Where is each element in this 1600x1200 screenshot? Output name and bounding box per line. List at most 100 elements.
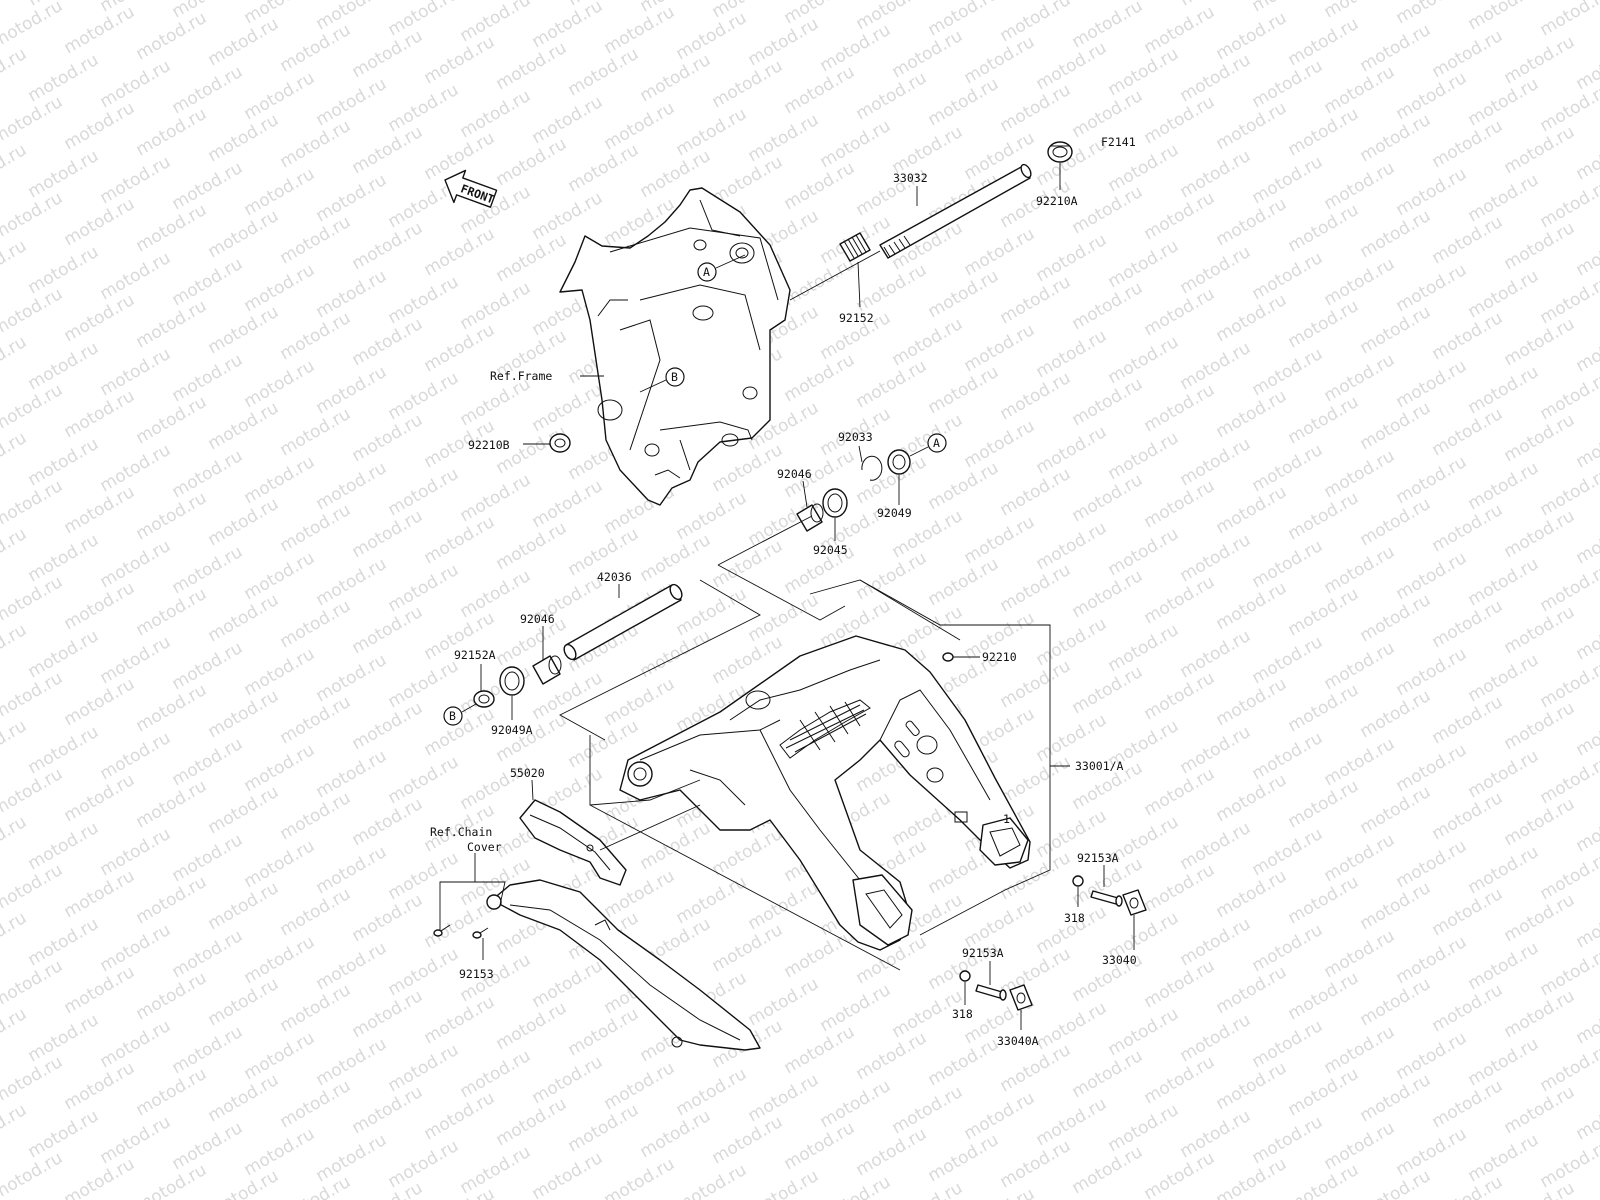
nut-318-a bbox=[1072, 875, 1084, 887]
adjuster-33040A bbox=[1009, 984, 1033, 1011]
watermark-text: motod.ru bbox=[25, 914, 103, 970]
watermark-text: motod.ru bbox=[673, 1160, 751, 1200]
watermark-text: motod.ru bbox=[385, 1040, 463, 1096]
watermark-text: motod.ru bbox=[421, 512, 499, 568]
watermark-text: motod.ru bbox=[1213, 962, 1291, 1018]
watermark-text: motod.ru bbox=[277, 404, 355, 460]
watermark-text: motod.ru bbox=[169, 734, 247, 790]
watermark-text: motod.ru bbox=[1465, 362, 1543, 418]
watermark-text: motod.ru bbox=[349, 506, 427, 562]
callout-92210A: 92210A bbox=[1036, 194, 1078, 208]
watermark-text: motod.ru bbox=[205, 590, 283, 646]
watermark-text: motod.ru bbox=[1393, 0, 1471, 28]
callout-92153: 92153 bbox=[459, 967, 494, 981]
watermark-text: motod.ru bbox=[1141, 380, 1219, 436]
watermark-text: motod.ru bbox=[781, 62, 859, 118]
watermark-text: motod.ru bbox=[781, 1118, 859, 1174]
watermark-text: motod.ru bbox=[97, 248, 175, 304]
watermark-text: motod.ru bbox=[1357, 398, 1435, 454]
callout-92046-lower: 92046 bbox=[520, 612, 555, 626]
watermark-text: motod.ru bbox=[889, 1082, 967, 1138]
watermark-text: motod.ru bbox=[133, 104, 211, 160]
ref-marker-b-frame: B bbox=[665, 367, 685, 387]
watermark-text: motod.ru bbox=[1501, 794, 1579, 850]
watermark-text: motod.ru bbox=[961, 1184, 1039, 1200]
watermark-text: motod.ru bbox=[1069, 0, 1147, 52]
swingarm-33001A: 1 bbox=[619, 635, 1031, 951]
watermark-text: motod.ru bbox=[313, 842, 391, 898]
ref-marker-b-collar: B bbox=[443, 706, 463, 726]
watermark-text: motod.ru bbox=[1033, 134, 1111, 190]
watermark-text: motod.ru bbox=[1285, 776, 1363, 832]
watermark-text: motod.ru bbox=[97, 56, 175, 112]
watermark-text: motod.ru bbox=[853, 1124, 931, 1180]
watermark-text: motod.ru bbox=[853, 0, 931, 34]
watermark-text: motod.ru bbox=[241, 1124, 319, 1180]
watermark-text: motod.ru bbox=[385, 560, 463, 616]
watermark-text: motod.ru bbox=[961, 320, 1039, 376]
watermark-text: motod.ru bbox=[1573, 704, 1600, 760]
swingarm-mesh bbox=[779, 699, 871, 759]
watermark-text: motod.ru bbox=[1357, 302, 1435, 358]
watermark-text: motod.ru bbox=[1357, 494, 1435, 550]
watermark-text: motod.ru bbox=[277, 212, 355, 268]
watermark-text: motod.ru bbox=[781, 350, 859, 406]
watermark-text: motod.ru bbox=[97, 1016, 175, 1072]
watermark-text: motod.ru bbox=[1213, 8, 1291, 64]
watermark-text: motod.ru bbox=[349, 314, 427, 370]
callout-33040: 33040 bbox=[1102, 953, 1137, 967]
pivot-shaft-33032 bbox=[879, 163, 1032, 259]
watermark-text: motod.ru bbox=[313, 1034, 391, 1090]
watermark-text: motod.ru bbox=[61, 2, 139, 58]
watermark-text: motod.ru bbox=[61, 386, 139, 442]
watermark-text: motod.ru bbox=[493, 710, 571, 766]
watermark-text: motod.ru bbox=[349, 410, 427, 466]
watermark-text: motod.ru bbox=[1249, 1112, 1327, 1168]
watermark-text: motod.ru bbox=[241, 1028, 319, 1084]
watermark-text: motod.ru bbox=[925, 1034, 1003, 1090]
watermark-text: motod.ru bbox=[1177, 434, 1255, 490]
watermark-text: motod.ru bbox=[61, 194, 139, 250]
bolt-92153-b bbox=[472, 927, 489, 939]
watermark-text: motod.ru bbox=[277, 596, 355, 652]
watermark-text: motod.ru bbox=[1321, 158, 1399, 214]
watermark-text: motod.ru bbox=[1285, 200, 1363, 256]
watermark-text: motod.ru bbox=[385, 464, 463, 520]
watermark-text: motod.ru bbox=[1573, 320, 1600, 376]
watermark-text: motod.ru bbox=[781, 926, 859, 982]
watermark-text: motod.ru bbox=[1249, 152, 1327, 208]
watermark-text: motod.ru bbox=[1501, 122, 1579, 178]
watermark-text: motod.ru bbox=[1141, 572, 1219, 628]
watermark-text: motod.ru bbox=[1573, 416, 1600, 472]
watermark-text: motod.ru bbox=[709, 824, 787, 880]
watermark-text: motod.ru bbox=[1213, 194, 1291, 250]
watermark-text: motod.ru bbox=[385, 368, 463, 424]
watermark-text: motod.ru bbox=[1465, 842, 1543, 898]
callout-92049: 92049 bbox=[877, 506, 912, 520]
watermark-text: motod.ru bbox=[1141, 668, 1219, 724]
watermark-text: motod.ru bbox=[781, 158, 859, 214]
callout-labels: 33032 92210A 92152 Ref.Frame 92210B 9203… bbox=[430, 171, 1137, 1048]
watermark-text: motod.ru bbox=[1285, 14, 1363, 70]
watermark-text: motod.ru bbox=[1141, 476, 1219, 532]
watermark-text: motod.ru bbox=[1177, 242, 1255, 298]
watermark-text: motod.ru bbox=[205, 782, 283, 838]
watermark-text: motod.ru bbox=[421, 320, 499, 376]
watermark-text: motod.ru bbox=[25, 338, 103, 394]
watermark-text: motod.ru bbox=[1429, 1076, 1507, 1132]
watermark-text: motod.ru bbox=[997, 272, 1075, 328]
watermark-text: motod.ru bbox=[421, 1088, 499, 1144]
callout-92152A: 92152A bbox=[454, 648, 496, 662]
watermark-text: motod.ru bbox=[1501, 410, 1579, 466]
watermark-text: motod.ru bbox=[1393, 1124, 1471, 1180]
watermark-text: motod.ru bbox=[1177, 818, 1255, 874]
watermark-text: motod.ru bbox=[169, 446, 247, 502]
bolt-92153A-b bbox=[975, 984, 1007, 1001]
watermark-text: motod.ru bbox=[1069, 182, 1147, 238]
watermark-text: motod.ru bbox=[637, 50, 715, 106]
watermark-text: motod.ru bbox=[637, 818, 715, 874]
watermark-text: motod.ru bbox=[925, 458, 1003, 514]
watermark-text: motod.ru bbox=[1429, 308, 1507, 364]
watermark-text: motod.ru bbox=[25, 818, 103, 874]
chain-cover-ref-part bbox=[486, 879, 761, 1051]
